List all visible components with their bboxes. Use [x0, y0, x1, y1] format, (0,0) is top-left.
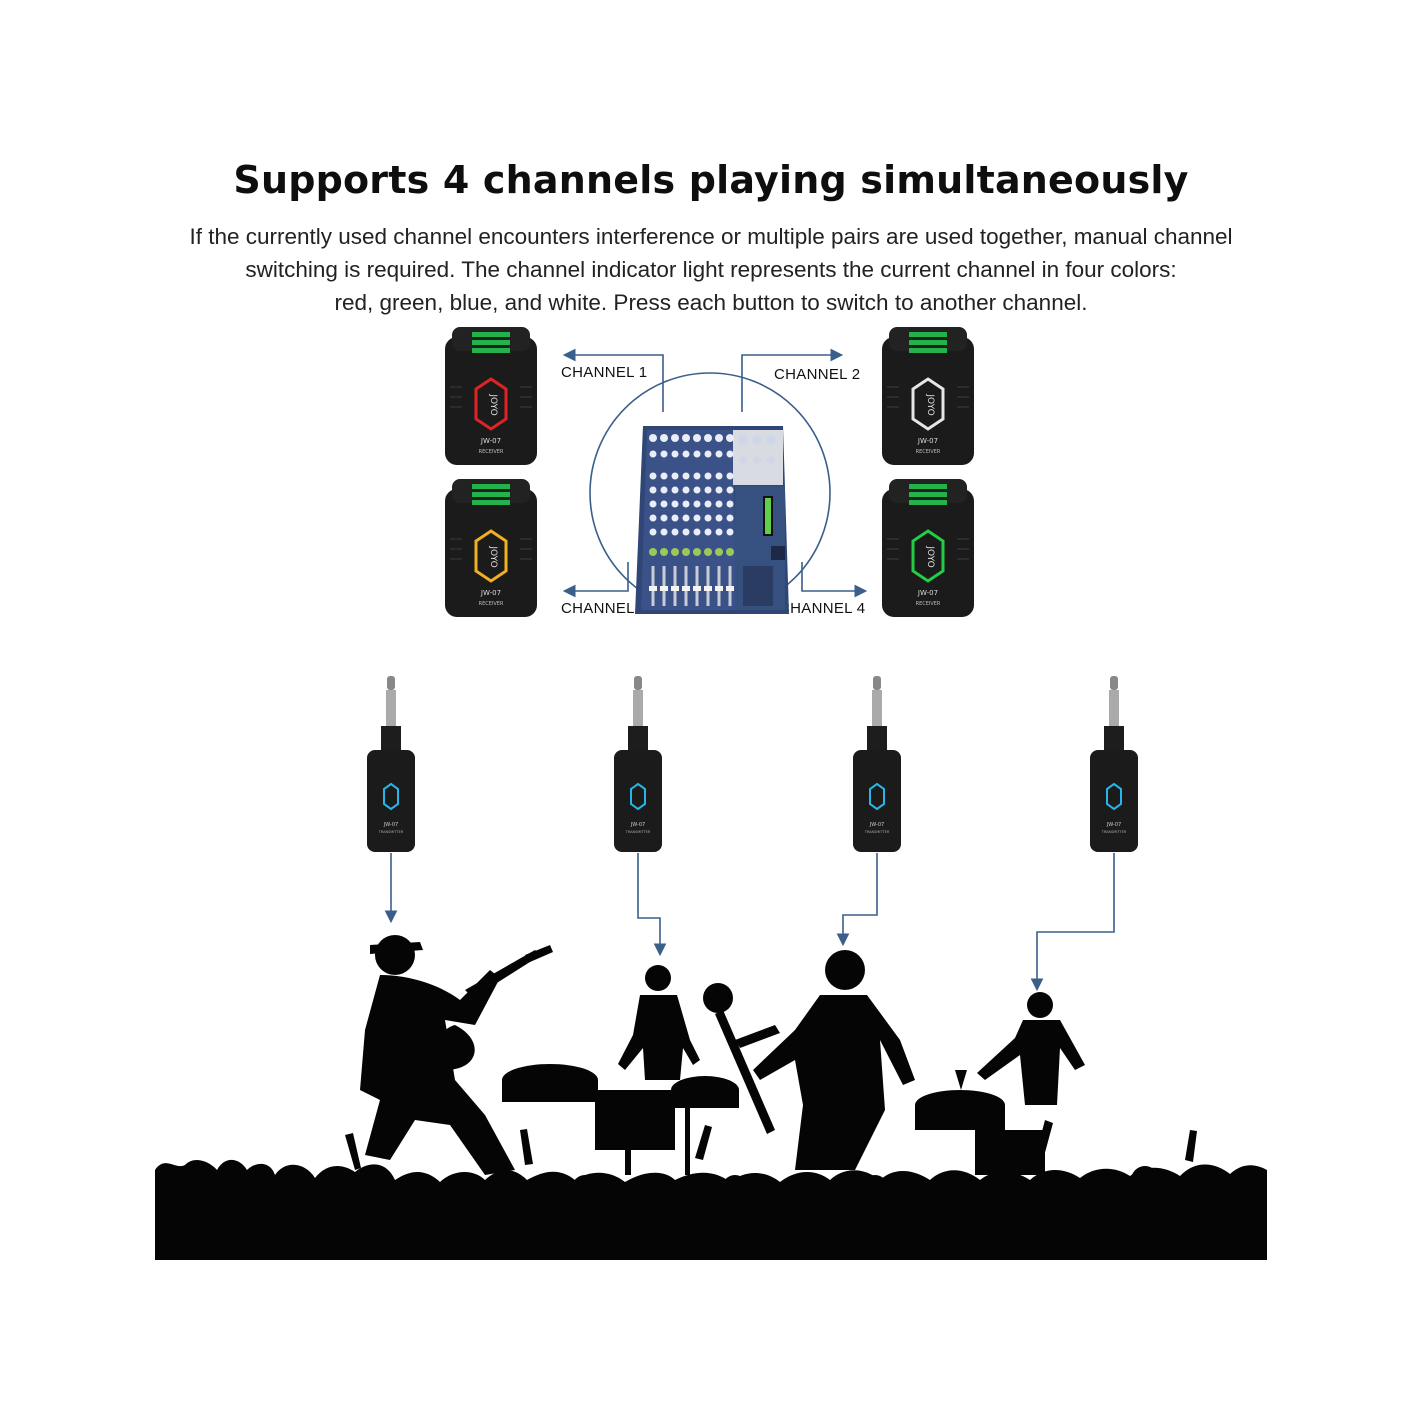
svg-text:TRANSMITTER: TRANSMITTER — [864, 830, 890, 834]
svg-text:JOYO: JOYO — [925, 393, 935, 415]
transmitter-3-arrow — [836, 853, 878, 947]
svg-text:RECEIVER: RECEIVER — [479, 601, 504, 607]
svg-text:TRANSMITTER: TRANSMITTER — [625, 830, 651, 834]
description-line-2: switching is required. The channel indic… — [245, 257, 1177, 282]
description-line-3: red, green, blue, and white. Press each … — [334, 290, 1088, 315]
transmitter-4-arrow — [1030, 853, 1115, 992]
channel-3-arrow — [562, 562, 629, 598]
transmitter-3: JW-07 TRANSMITTER — [853, 676, 901, 852]
svg-text:JOYO: JOYO — [925, 545, 935, 567]
channel-4-label: CHANNEL 4 — [779, 600, 866, 617]
svg-text:JW-07: JW-07 — [480, 437, 501, 445]
channel-4-arrow — [801, 562, 868, 598]
svg-text:JW-07: JW-07 — [630, 822, 645, 828]
page-title: Supports 4 channels playing simultaneous… — [233, 158, 1189, 202]
channel-1-label: CHANNEL 1 — [561, 364, 648, 381]
channel-2-label: CHANNEL 2 — [774, 366, 861, 383]
svg-text:JW-07: JW-07 — [1106, 822, 1121, 828]
svg-text:JOYO: JOYO — [488, 545, 498, 567]
svg-text:JW-07: JW-07 — [917, 437, 938, 445]
svg-text:RECEIVER: RECEIVER — [479, 449, 504, 455]
receiver-channel-1: JOYO JW-07 RECEIVER — [445, 327, 537, 465]
transmitter-2: JW-07 TRANSMITTER — [614, 676, 662, 852]
svg-text:JW-07: JW-07 — [480, 589, 501, 597]
description-line-1: If the currently used channel encounters… — [189, 224, 1233, 249]
channel-1-arrow — [562, 348, 664, 412]
mixer-console — [635, 426, 789, 614]
svg-text:RECEIVER: RECEIVER — [916, 449, 941, 455]
receiver-channel-4: JOYO JW-07 RECEIVER — [882, 479, 974, 617]
channel-2-arrow — [741, 348, 844, 412]
receiver-channel-3: JOYO JW-07 RECEIVER — [445, 479, 537, 617]
transmitter-2-arrow — [637, 853, 667, 957]
svg-text:TRANSMITTER: TRANSMITTER — [1101, 830, 1127, 834]
band-silhouette — [155, 935, 1267, 1260]
receiver-channel-2: JOYO JW-07 RECEIVER — [882, 327, 974, 465]
transmitter-4: JW-07 TRANSMITTER — [1090, 676, 1138, 852]
svg-text:TRANSMITTER: TRANSMITTER — [378, 830, 404, 834]
svg-text:JW-07: JW-07 — [869, 822, 884, 828]
svg-text:JW-07: JW-07 — [917, 589, 938, 597]
svg-text:RECEIVER: RECEIVER — [916, 601, 941, 607]
receiver-brand: JOYO — [488, 393, 498, 415]
description: If the currently used channel encounters… — [140, 220, 1282, 319]
channel-3-label: CHANNEL 3 — [561, 600, 648, 617]
transmitter-1: JW-07 TRANSMITTER — [367, 676, 415, 852]
svg-text:JW-07: JW-07 — [383, 822, 398, 828]
